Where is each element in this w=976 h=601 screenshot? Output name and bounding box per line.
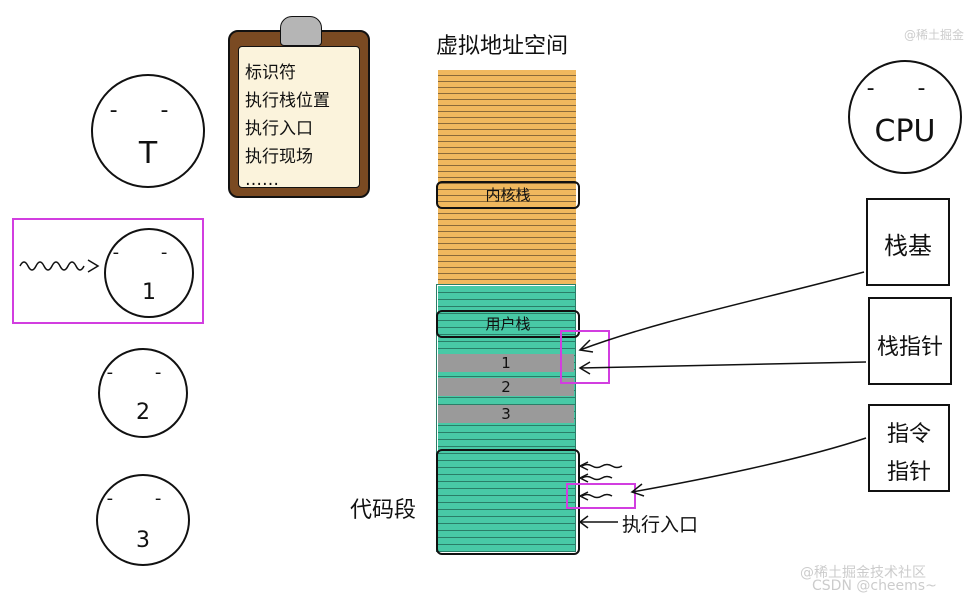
face-eyes: - - — [866, 76, 944, 101]
instr-pointer-label-1: 指令 — [886, 422, 931, 447]
thread-1-face: - - 1 — [104, 228, 194, 318]
code-segment-box — [436, 449, 580, 555]
exec-entry-label: 执行入口 — [622, 514, 699, 536]
stack-base-label: 栈基 — [884, 232, 932, 260]
instr-pointer-arrow — [631, 437, 867, 493]
stack-pointer-label: 栈指针 — [876, 335, 943, 360]
face-eyes: - - — [109, 98, 187, 123]
instr-pointer-highlight — [566, 483, 636, 509]
thread-3-face: - - 3 — [96, 474, 190, 566]
thread-1-highlight — [12, 218, 204, 324]
diagram-title: 虚拟地址空间 — [436, 34, 569, 59]
code-segment-label: 代码段 — [350, 498, 417, 523]
thread-t-face: - - T — [91, 74, 205, 188]
user-space-border — [436, 284, 576, 552]
kernel-space-region — [438, 70, 576, 285]
face-eyes: - - — [106, 362, 180, 383]
face-eyes: - - — [106, 488, 180, 509]
instr-pointer-register: 指令 指针 — [868, 404, 950, 492]
watermark-top-right: @稀土掘金 — [904, 28, 965, 42]
face-label: T — [138, 136, 158, 171]
squiggle-arrow-icon — [19, 259, 100, 273]
stack-base-register: 栈基 — [866, 198, 950, 286]
stack-frame-1: 1 — [438, 354, 574, 372]
kernel-stack-label: 内核栈 — [436, 181, 580, 209]
thread-2-face: - - 2 — [98, 348, 188, 438]
clipboard-clip-icon — [280, 16, 322, 46]
stack-frame-3: 3 — [438, 405, 574, 423]
clipboard-line-entry: 执行入口 — [245, 119, 313, 139]
user-stack-label: 用户栈 — [436, 310, 580, 338]
clipboard-line-id: 标识符 — [245, 63, 296, 83]
instr-pointer-label-2: 指针 — [886, 460, 931, 485]
stack-pointer-arrow — [579, 361, 867, 369]
cpu-label: CPU — [874, 114, 936, 149]
cpu-face: - - CPU — [848, 60, 962, 174]
clipboard-line-context: 执行现场 — [245, 147, 313, 167]
stack-frame-2: 2 — [438, 378, 574, 396]
clipboard-line-more: …… — [245, 170, 279, 190]
thread-info-clipboard: 标识符 执行栈位置 执行入口 执行现场 …… — [228, 16, 370, 198]
stack-base-arrow — [579, 271, 865, 351]
face-label: 3 — [136, 528, 150, 553]
clipboard-line-stack: 执行栈位置 — [245, 91, 330, 111]
face-label: 1 — [142, 280, 156, 305]
stack-pointer-highlight — [560, 330, 610, 384]
face-eyes: - - — [112, 242, 186, 263]
stack-pointer-register: 栈指针 — [868, 297, 952, 385]
watermark-bottom-1: @稀土掘金技术社区 — [800, 565, 926, 581]
face-label: 2 — [136, 400, 150, 425]
watermark-bottom-2: CSDN @cheems~ — [812, 578, 937, 594]
clipboard-paper: 标识符 执行栈位置 执行入口 执行现场 …… — [238, 46, 360, 190]
